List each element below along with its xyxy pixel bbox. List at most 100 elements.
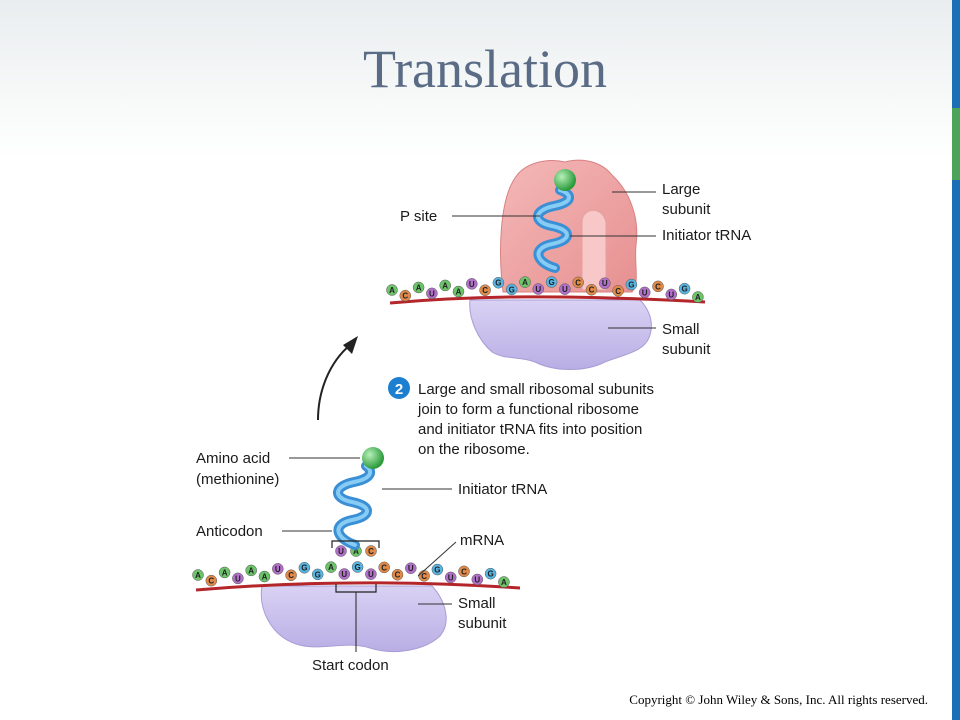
svg-text:A: A bbox=[695, 293, 701, 302]
svg-text:U: U bbox=[474, 575, 480, 584]
svg-text:G: G bbox=[301, 564, 307, 573]
svg-text:U: U bbox=[469, 280, 475, 289]
mrna-base: A bbox=[498, 576, 510, 588]
anticodon-bracket bbox=[331, 540, 380, 548]
top-amino-acid bbox=[554, 169, 576, 191]
svg-text:G: G bbox=[315, 570, 321, 579]
svg-text:U: U bbox=[408, 564, 414, 573]
step-badge bbox=[388, 377, 410, 399]
mrna-base: A bbox=[325, 561, 337, 573]
svg-text:G: G bbox=[681, 285, 687, 294]
svg-text:A: A bbox=[222, 568, 228, 577]
mrna-base: G bbox=[311, 568, 324, 581]
svg-text:A: A bbox=[328, 563, 334, 572]
svg-text:U: U bbox=[338, 547, 344, 556]
svg-text:G: G bbox=[354, 563, 360, 572]
svg-text:C: C bbox=[615, 287, 621, 296]
mrna-base: C bbox=[585, 283, 598, 296]
mrna-base: C bbox=[285, 569, 297, 581]
top-small-subunit-label-line2: subunit bbox=[662, 341, 711, 358]
svg-text:A: A bbox=[501, 578, 507, 587]
anticodon-base: U bbox=[335, 545, 347, 557]
mrna-base: A bbox=[218, 566, 231, 579]
mrna-base: U bbox=[665, 288, 678, 301]
anticodon-label: Anticodon bbox=[196, 523, 263, 540]
slide-title: Translation bbox=[362, 39, 608, 99]
mrna-base: C bbox=[458, 565, 470, 578]
mrna-base: C bbox=[205, 574, 218, 587]
svg-text:U: U bbox=[535, 285, 541, 294]
mrna-base: C bbox=[391, 568, 404, 581]
mrna-base: C bbox=[378, 561, 390, 574]
svg-text:A: A bbox=[442, 281, 448, 290]
svg-text:C: C bbox=[208, 577, 214, 586]
mrna-base: G bbox=[298, 561, 311, 574]
svg-text:G: G bbox=[487, 570, 493, 579]
svg-text:C: C bbox=[402, 292, 408, 301]
assembly-arrow bbox=[317, 344, 351, 421]
svg-text:U: U bbox=[341, 570, 347, 579]
svg-text:C: C bbox=[381, 563, 387, 572]
mrna-base: U bbox=[599, 277, 611, 289]
svg-text:A: A bbox=[195, 571, 201, 580]
mrna-base: A bbox=[245, 564, 257, 577]
mrna-base: U bbox=[471, 573, 484, 586]
svg-text:U: U bbox=[668, 290, 674, 299]
svg-text:G: G bbox=[548, 278, 554, 287]
step-text-line4: on the ribosome. bbox=[418, 441, 530, 458]
mrna-base: A bbox=[192, 569, 204, 581]
mrna-base: G bbox=[351, 561, 364, 573]
svg-text:A: A bbox=[456, 288, 462, 297]
svg-text:C: C bbox=[368, 547, 374, 556]
start-codon-label: Start codon bbox=[312, 657, 389, 674]
mrna-base: U bbox=[638, 286, 651, 299]
svg-text:U: U bbox=[602, 279, 608, 288]
svg-text:A: A bbox=[416, 283, 422, 292]
mrna-base: U bbox=[426, 287, 438, 300]
assembly-arrow-head bbox=[343, 336, 358, 354]
mrna-base: U bbox=[272, 563, 284, 575]
svg-text:U: U bbox=[562, 285, 568, 294]
svg-text:A: A bbox=[353, 547, 359, 556]
mrna-base: G bbox=[545, 276, 558, 288]
svg-text:C: C bbox=[482, 286, 488, 295]
svg-text:C: C bbox=[461, 567, 467, 576]
mrna-base: G bbox=[492, 276, 505, 289]
mrna-base: U bbox=[365, 568, 377, 580]
top-initiator-trna-label: Initiator tRNA bbox=[662, 227, 751, 244]
mrna-base: A bbox=[386, 284, 398, 296]
svg-text:U: U bbox=[429, 289, 435, 298]
mrna-base: A bbox=[452, 285, 465, 298]
large-subunit-label-line2: subunit bbox=[662, 201, 711, 218]
mrna-base: U bbox=[532, 283, 545, 295]
top-large-subunit-groove bbox=[581, 209, 607, 291]
svg-text:G: G bbox=[628, 281, 634, 290]
mrna-base: C bbox=[572, 276, 584, 289]
svg-text:U: U bbox=[275, 565, 281, 574]
svg-text:U: U bbox=[235, 574, 241, 583]
copyright-notice: Copyright © John Wiley & Sons, Inc. All … bbox=[629, 692, 928, 707]
mrna-base: A bbox=[519, 276, 531, 288]
large-subunit-label-line1: Large bbox=[662, 181, 700, 198]
bottom-small-subunit-label-line1: Small bbox=[458, 595, 496, 612]
svg-text:G: G bbox=[434, 566, 440, 575]
svg-text:A: A bbox=[248, 566, 254, 575]
mrna-base: U bbox=[232, 572, 244, 585]
svg-text:U: U bbox=[448, 573, 454, 582]
svg-text:U: U bbox=[368, 570, 374, 579]
mrna-base: G bbox=[484, 567, 497, 580]
step-number: 2 bbox=[395, 381, 403, 398]
mrna-base: U bbox=[405, 562, 417, 574]
mrna-base: A bbox=[412, 281, 425, 294]
step-text-line1: Large and small ribosomal subunits bbox=[418, 381, 654, 398]
accent-bar bbox=[952, 0, 960, 720]
svg-text:G: G bbox=[509, 285, 515, 294]
svg-text:A: A bbox=[522, 278, 528, 287]
step-text-line3: and initiator tRNA fits into position bbox=[418, 421, 642, 438]
bottom-initiator-trna-label: Initiator tRNA bbox=[458, 481, 547, 498]
svg-text:A: A bbox=[262, 573, 268, 582]
svg-text:C: C bbox=[589, 286, 595, 295]
svg-text:C: C bbox=[288, 571, 294, 580]
